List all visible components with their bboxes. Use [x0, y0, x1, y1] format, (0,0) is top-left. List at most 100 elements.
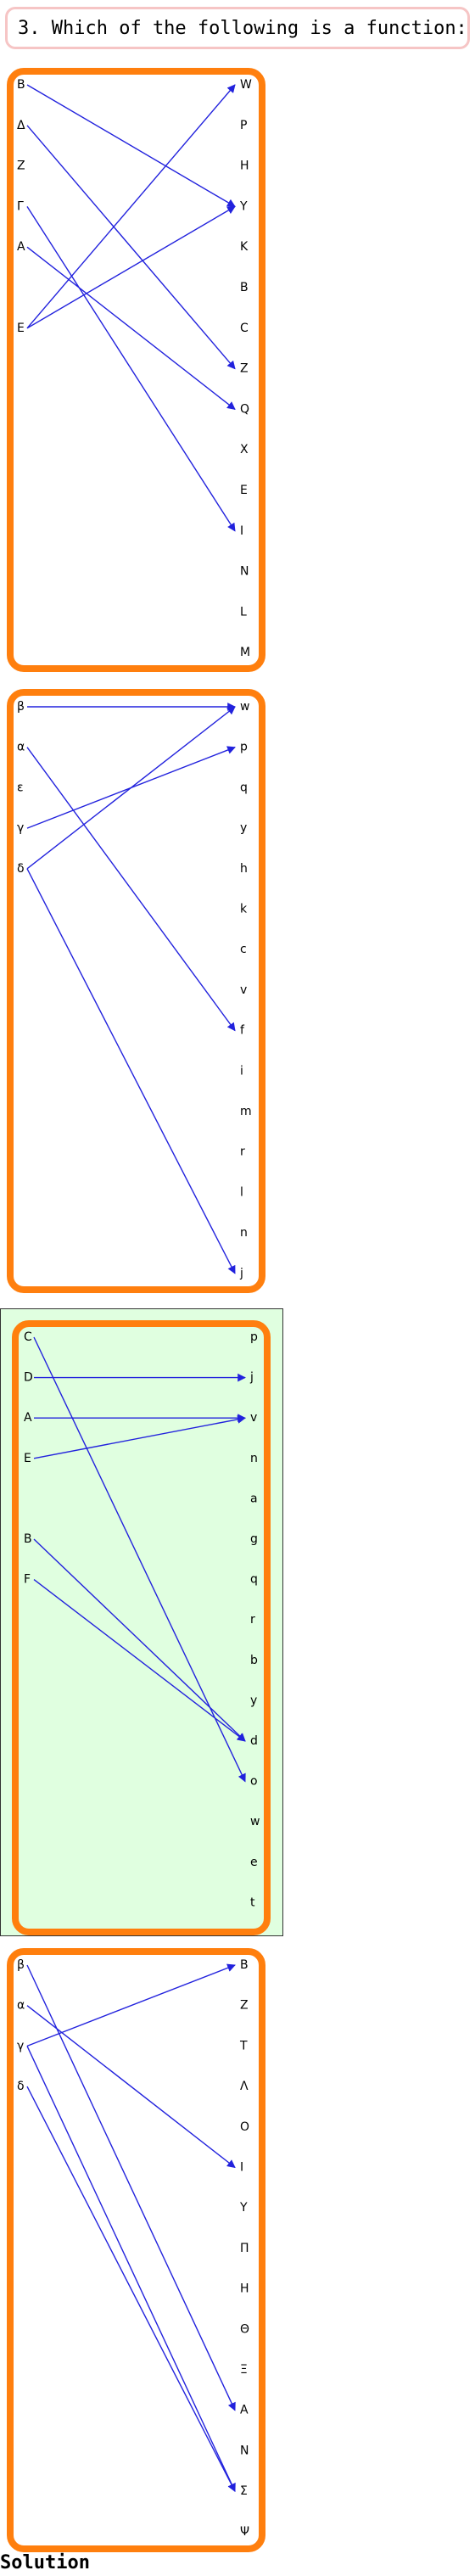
- codomain-element: O: [240, 2120, 249, 2134]
- codomain-element: j: [239, 1267, 243, 1280]
- option-box-3[interactable]: [12, 1320, 271, 1935]
- codomain-element: B: [240, 1958, 249, 1972]
- mapping-arrow: [26, 2086, 236, 2492]
- codomain-element: e: [250, 1856, 258, 1869]
- mapping-arrow: [26, 868, 236, 1274]
- option-box-4[interactable]: [7, 1948, 265, 2552]
- codomain-element: K: [240, 240, 249, 254]
- codomain-element: q: [250, 1573, 258, 1587]
- codomain-element: A: [240, 2404, 249, 2417]
- codomain-element: P: [240, 119, 247, 132]
- question-text: 3. Which of the following is a function:: [18, 17, 467, 39]
- codomain-element: Y: [239, 2201, 248, 2215]
- mapping-arrow: [26, 84, 236, 329]
- codomain-element: m: [240, 1105, 252, 1118]
- codomain-element: Z: [240, 1999, 249, 2013]
- codomain-element: f: [240, 1024, 245, 1038]
- codomain-element: o: [250, 1775, 258, 1789]
- mapping-arrow: [26, 206, 236, 532]
- codomain-element: g: [250, 1532, 258, 1546]
- codomain-element: k: [240, 903, 248, 916]
- mapping-arrow: [33, 1415, 246, 1459]
- question-box: 3. Which of the following is a function:: [5, 7, 470, 49]
- mapping-arrow: [26, 1963, 236, 2047]
- codomain-element: n: [240, 1226, 248, 1240]
- domain-element: D: [24, 1371, 33, 1385]
- option-box-1[interactable]: [7, 68, 265, 672]
- mapping-arrow: [26, 2046, 236, 2492]
- mapping-arrow: [26, 1964, 236, 2411]
- codomain-element: X: [240, 443, 249, 456]
- codomain-element: y: [250, 1694, 257, 1707]
- domain-element: γ: [17, 821, 24, 835]
- codomain-element: B: [240, 281, 249, 294]
- mapping-arrow: [26, 125, 236, 370]
- domain-element: Γ: [17, 199, 24, 213]
- correct-answer-highlight: [0, 1308, 283, 1936]
- mapping-arrow: [26, 747, 236, 1032]
- domain-element: B: [24, 1532, 32, 1546]
- codomain-element: M: [240, 646, 250, 659]
- domain-element: A: [24, 1411, 32, 1425]
- codomain-element: Z: [240, 362, 249, 376]
- codomain-element: y: [240, 821, 247, 835]
- domain-element: ε: [17, 781, 24, 794]
- option-box-2[interactable]: [7, 689, 265, 1293]
- codomain-element: Λ: [240, 2080, 249, 2093]
- codomain-element: q: [240, 781, 248, 794]
- domain-element: C: [24, 1330, 32, 1344]
- mapping-arrow: [33, 1336, 246, 1783]
- codomain-element: b: [250, 1654, 258, 1667]
- codomain-element: Q: [240, 402, 249, 416]
- codomain-element: I: [240, 2161, 243, 2175]
- codomain-element: j: [249, 1371, 254, 1385]
- domain-element: δ: [17, 2080, 25, 2093]
- mapping-arrow: [26, 205, 236, 329]
- codomain-element: a: [250, 1492, 258, 1505]
- domain-element: E: [17, 322, 25, 335]
- codomain-element: Θ: [240, 2322, 249, 2336]
- codomain-element: l: [240, 1185, 243, 1199]
- mapping-arrow: [33, 1538, 246, 1742]
- codomain-element: Σ: [240, 2484, 248, 2498]
- domain-element: Z: [17, 160, 25, 173]
- codomain-element: H: [240, 160, 249, 173]
- domain-element: E: [24, 1452, 31, 1465]
- codomain-element: h: [240, 862, 248, 876]
- domain-element: α: [17, 741, 25, 754]
- domain-element: β: [17, 1958, 25, 1972]
- solution-label: Solution: [0, 2552, 90, 2573]
- domain-element: F: [24, 1573, 31, 1587]
- codomain-element: r: [240, 1145, 245, 1159]
- domain-element: α: [17, 1999, 25, 2013]
- codomain-element: t: [250, 1896, 255, 1909]
- codomain-element: p: [250, 1330, 258, 1344]
- codomain-element: v: [250, 1411, 257, 1425]
- codomain-element: n: [250, 1452, 258, 1465]
- codomain-element: H: [240, 2282, 249, 2296]
- codomain-element: p: [240, 741, 248, 754]
- codomain-element: I: [240, 524, 243, 538]
- codomain-element: Ξ: [240, 2363, 248, 2377]
- codomain-element: Ψ: [240, 2525, 249, 2539]
- codomain-element: L: [240, 605, 247, 619]
- codomain-element: W: [240, 78, 252, 92]
- mapping-arrow: [26, 2005, 236, 2169]
- codomain-element: d: [250, 1734, 258, 1748]
- mapping-arrow: [26, 246, 236, 411]
- domain-element: A: [17, 240, 25, 254]
- codomain-element: E: [240, 484, 248, 497]
- domain-element: Δ: [17, 119, 25, 132]
- codomain-element: v: [240, 983, 247, 997]
- codomain-element: C: [240, 322, 249, 335]
- codomain-element: T: [239, 2039, 248, 2052]
- codomain-element: N: [240, 565, 249, 579]
- mapping-arrow: [26, 84, 236, 208]
- domain-element: δ: [17, 862, 25, 876]
- codomain-element: Π: [240, 2242, 249, 2255]
